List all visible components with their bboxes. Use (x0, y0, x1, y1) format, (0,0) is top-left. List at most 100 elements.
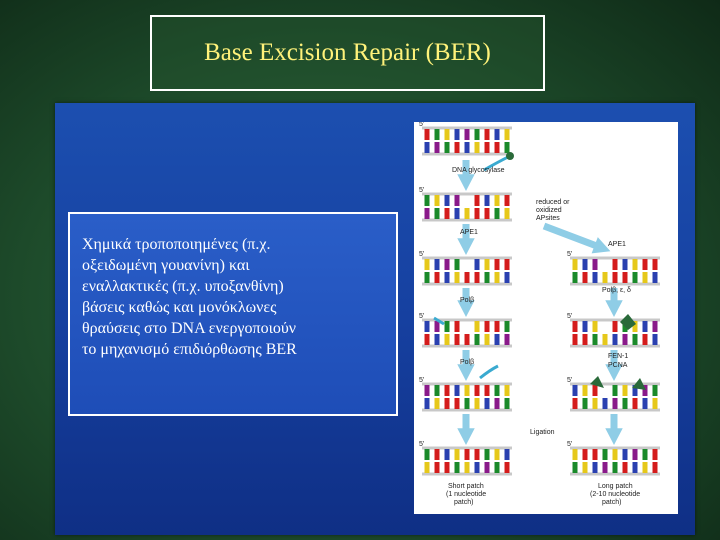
five-prime-label: 5' (567, 441, 572, 448)
dna-base (653, 334, 658, 345)
label-ape1-left: APE1 (460, 229, 478, 236)
dna-base (435, 259, 440, 270)
dna-base (505, 129, 510, 140)
dna-base (505, 449, 510, 460)
label-ap-sites-3: APsites (536, 215, 560, 222)
label-ap-sites-1: reduced or (536, 199, 570, 206)
dna-base (485, 462, 490, 473)
dna-base (593, 272, 598, 283)
dna-base (643, 321, 648, 332)
dna-base (455, 334, 460, 345)
dna-base (445, 142, 450, 153)
dna-base (505, 208, 510, 219)
dna-base (445, 385, 450, 396)
dna-base (593, 449, 598, 460)
dna-base (495, 462, 500, 473)
dna-base (643, 259, 648, 270)
dna-base (633, 449, 638, 460)
dna-base (475, 321, 480, 332)
dna-base (603, 272, 608, 283)
five-prime-label: 5' (419, 377, 424, 384)
dna-base (505, 462, 510, 473)
dna-base (435, 334, 440, 345)
title-box: Base Excision Repair (BER) (150, 15, 545, 91)
dna-base (475, 462, 480, 473)
dna-base (455, 129, 460, 140)
dna-base (455, 449, 460, 460)
five-prime-label: 5' (419, 122, 424, 128)
dna-base (435, 449, 440, 460)
dna-base (495, 272, 500, 283)
description-line: Χημικά τροποποιημένες (π.χ. (82, 234, 386, 255)
dna-base (573, 272, 578, 283)
dna-base (593, 385, 598, 396)
description-line: βάσεις καθώς και μονόκλωνες (82, 297, 386, 318)
dna-base (613, 385, 618, 396)
dna-base (653, 385, 658, 396)
dna-base (485, 208, 490, 219)
dna-base (425, 398, 430, 409)
label-short-2: (1 nucleotide (446, 491, 486, 498)
label-short-3: patch) (454, 499, 473, 506)
dna-base (573, 334, 578, 345)
label-fen1: FEN-1 (608, 353, 628, 360)
dna-base (475, 208, 480, 219)
dna-base (475, 385, 480, 396)
dna-base (495, 142, 500, 153)
dna-base (633, 272, 638, 283)
dna-base (445, 259, 450, 270)
dna-base (465, 462, 470, 473)
excised-base-icon (506, 152, 514, 160)
dna-base (643, 449, 648, 460)
label-ap-sites-2: oxidized (536, 207, 562, 214)
dna-strands: 5'5'5'5'5'5'5'5'5'5' (419, 122, 660, 474)
dna-base (475, 259, 480, 270)
dna-base (435, 462, 440, 473)
dna-base (573, 462, 578, 473)
dna-base (425, 385, 430, 396)
dna-base (435, 195, 440, 206)
dna-base (445, 321, 450, 332)
dna-base (465, 385, 470, 396)
dna-base (633, 462, 638, 473)
dna-base (425, 334, 430, 345)
dna-base (455, 272, 460, 283)
dna-base (425, 129, 430, 140)
label-long-1: Long patch (598, 483, 633, 490)
dna-base (475, 272, 480, 283)
description-line: οξειδωμένη γουανίνη) και (82, 255, 386, 276)
dna-base (485, 195, 490, 206)
dna-base (475, 449, 480, 460)
dna-base (445, 208, 450, 219)
dna-base (505, 398, 510, 409)
label-ligation: Ligation (530, 429, 555, 436)
label-pcna: PCNA (608, 362, 628, 369)
dna-base (495, 321, 500, 332)
dna-base (445, 129, 450, 140)
label-short-1: Short patch (448, 483, 484, 490)
dna-base (465, 272, 470, 283)
arrow-head (457, 174, 474, 191)
dna-base (653, 398, 658, 409)
dna-base (455, 398, 460, 409)
five-prime-label: 5' (567, 313, 572, 320)
dna-base (573, 449, 578, 460)
dna-base (455, 142, 460, 153)
dna-base (623, 462, 628, 473)
dna-base (623, 334, 628, 345)
pathway-arrow (544, 226, 602, 248)
five-prime-label: 5' (567, 251, 572, 258)
arrow-head (457, 238, 474, 255)
dna-base (495, 398, 500, 409)
dna-base (603, 462, 608, 473)
dna-base (485, 385, 490, 396)
dna-base (653, 272, 658, 283)
dna-base (623, 259, 628, 270)
dna-base (465, 208, 470, 219)
dna-base (475, 195, 480, 206)
dna-base (583, 385, 588, 396)
five-prime-label: 5' (419, 441, 424, 448)
dna-base (425, 195, 430, 206)
arrow-head (605, 428, 622, 445)
description-line: εναλλακτικές (π.χ. υποξανθίνη) (82, 276, 386, 297)
